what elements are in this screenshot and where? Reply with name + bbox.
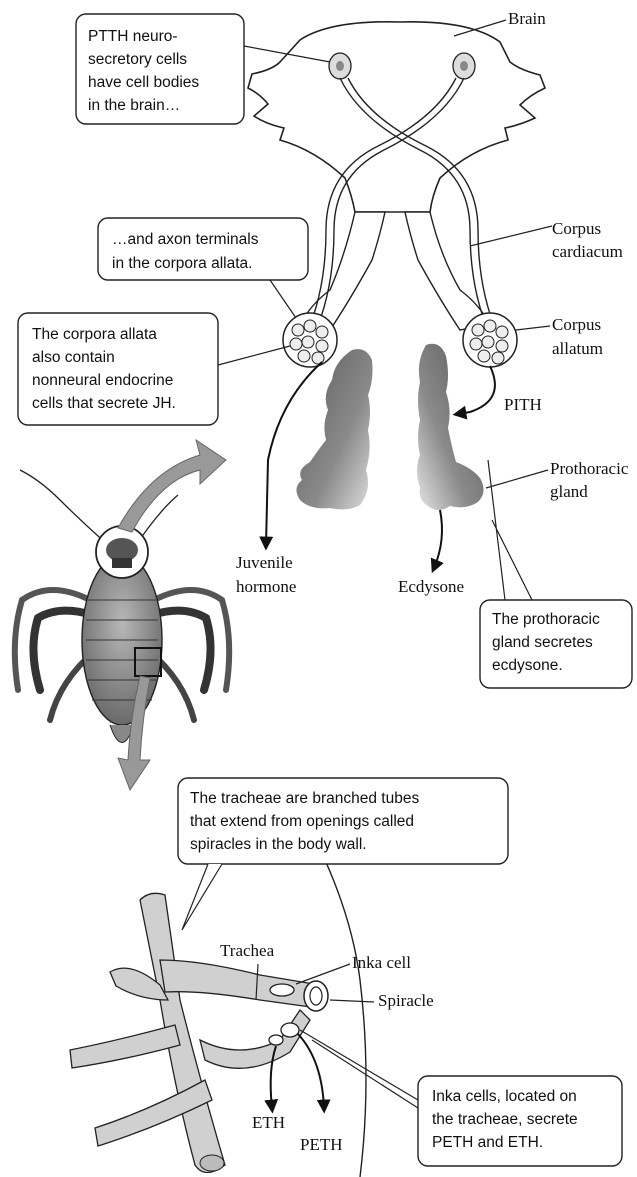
callout-ptth-line2: secretory cells bbox=[88, 51, 187, 68]
callout-ca-line3: nonneural endocrine bbox=[32, 372, 173, 389]
label-corpus-cardiacum-2: cardiacum bbox=[552, 242, 623, 261]
callout-inka-line3: PETH and ETH. bbox=[432, 1134, 543, 1151]
prothoracic-gland-left bbox=[296, 349, 372, 509]
corpus-cardiacum-shape bbox=[300, 212, 490, 330]
callout-ca-line2: also contain bbox=[32, 349, 115, 366]
callout-tracheae-line2: that extend from openings called bbox=[190, 813, 414, 830]
label-trachea: Trachea bbox=[220, 941, 275, 960]
label-eth: ETH bbox=[252, 1113, 285, 1132]
callout-inka-line2: the tracheae, secrete bbox=[432, 1111, 578, 1128]
callout-ca-line1: The corpora allata bbox=[32, 326, 157, 343]
callout-axon-line1: …and axon terminals bbox=[112, 231, 259, 248]
callout-ptth-line1: PTTH neuro- bbox=[88, 28, 178, 45]
label-corpus-cardiacum-1: Corpus bbox=[552, 219, 601, 238]
callout-pg-line3: ecdysone. bbox=[492, 657, 563, 674]
label-brain: Brain bbox=[508, 9, 546, 28]
brain bbox=[248, 22, 545, 212]
corpus-allatum-right bbox=[463, 313, 517, 367]
callout-ca-line4: cells that secrete JH. bbox=[32, 395, 176, 412]
label-juvenile-2: hormone bbox=[236, 577, 296, 596]
label-prothoracic-1: Prothoracic bbox=[550, 459, 629, 478]
label-spiracle: Spiracle bbox=[378, 991, 434, 1010]
callout-ptth-line4: in the brain… bbox=[88, 97, 180, 114]
label-corpus-allatum-1: Corpus bbox=[552, 315, 601, 334]
callout-pg-line1: The prothoracic bbox=[492, 611, 600, 628]
juvenile-hormone-arrow bbox=[266, 362, 322, 545]
label-prothoracic-2: gland bbox=[550, 482, 588, 501]
head-zoom-arrow bbox=[118, 440, 226, 532]
label-ecdysone: Ecdysone bbox=[398, 577, 464, 596]
insect-illustration bbox=[15, 470, 229, 743]
callout-ptth-line3: have cell bodies bbox=[88, 74, 199, 91]
callout-pg-line2: gland secretes bbox=[492, 634, 593, 651]
label-juvenile-1: Juvenile bbox=[236, 553, 293, 572]
label-inka-cell: Inka cell bbox=[352, 953, 411, 972]
prothoracic-gland-right bbox=[417, 344, 484, 510]
spiracle-shape bbox=[304, 981, 328, 1011]
callout-tracheae-line1: The tracheae are branched tubes bbox=[190, 790, 419, 807]
callout-inka-line1: Inka cells, located on bbox=[432, 1088, 577, 1105]
ecdysone-arrow bbox=[434, 510, 442, 568]
label-peth: PETH bbox=[300, 1135, 343, 1154]
callout-axon-line2: in the corpora allata. bbox=[112, 255, 252, 272]
label-pith: PITH bbox=[504, 395, 542, 414]
corpus-allatum-left bbox=[283, 313, 337, 367]
callout-tracheae-line3: spiracles in the body wall. bbox=[190, 836, 367, 853]
pith-arrow bbox=[458, 366, 495, 414]
label-corpus-allatum-2: allatum bbox=[552, 339, 603, 358]
